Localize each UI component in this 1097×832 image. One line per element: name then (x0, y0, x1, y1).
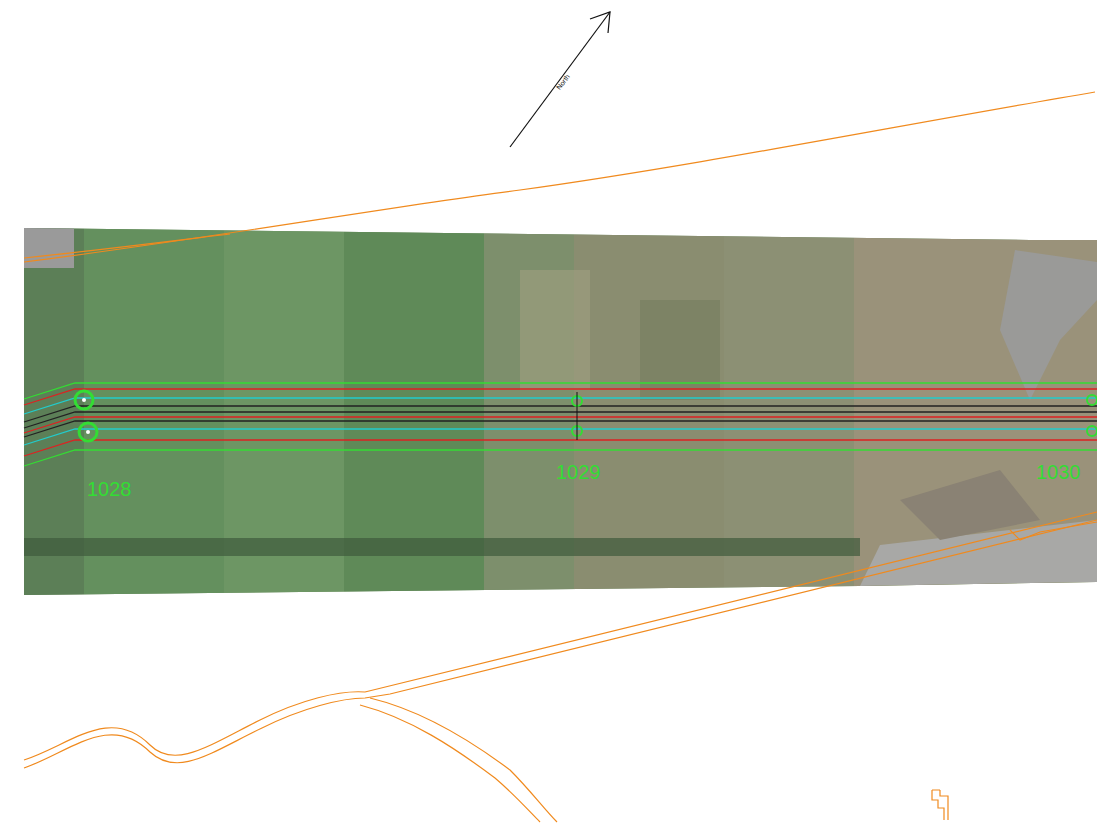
corridor-lines (24, 383, 1097, 466)
corridor-line (24, 406, 1097, 422)
aerial-tile (640, 300, 720, 400)
corridor-line (24, 412, 1097, 428)
corridor-line (24, 417, 1097, 433)
building-symbol (932, 790, 948, 820)
north-arrow-shaft (510, 12, 610, 147)
corridor-line (24, 389, 1097, 405)
structure-circle (1087, 426, 1097, 436)
structure-number: 1030 (1036, 462, 1081, 482)
aerial-tile (24, 228, 74, 268)
boundary-line (24, 92, 1095, 262)
structure-dot (82, 398, 86, 402)
road-edge (24, 520, 1097, 768)
aerial-ground (24, 225, 1097, 600)
corridor-line (24, 440, 1097, 456)
north-arrow-head (590, 12, 610, 33)
structure-circle (75, 391, 93, 409)
corridor-line (24, 429, 1097, 445)
aerial-tile (520, 270, 590, 390)
structure-markers (75, 391, 1097, 441)
structure-dot (86, 430, 90, 434)
structure-circle (79, 423, 97, 441)
road-edge (370, 698, 557, 822)
structure-circle (1087, 395, 1097, 405)
structure-number: 1029 (556, 462, 601, 482)
aerial-image (24, 225, 1097, 600)
structure-number: 1028 (87, 479, 132, 499)
structure-tick (577, 392, 578, 440)
boundary-lines (24, 92, 1097, 822)
north-arrow (510, 12, 610, 147)
road-edge (24, 512, 1097, 760)
boundary-line (24, 234, 230, 258)
road-edge (360, 705, 540, 822)
aerial-tile (900, 470, 1040, 540)
aerial-tile (24, 538, 860, 556)
aerial-tile (1000, 250, 1097, 400)
corridor-line (24, 383, 1097, 399)
road-edge (1010, 522, 1097, 540)
north-label: North (555, 73, 571, 91)
